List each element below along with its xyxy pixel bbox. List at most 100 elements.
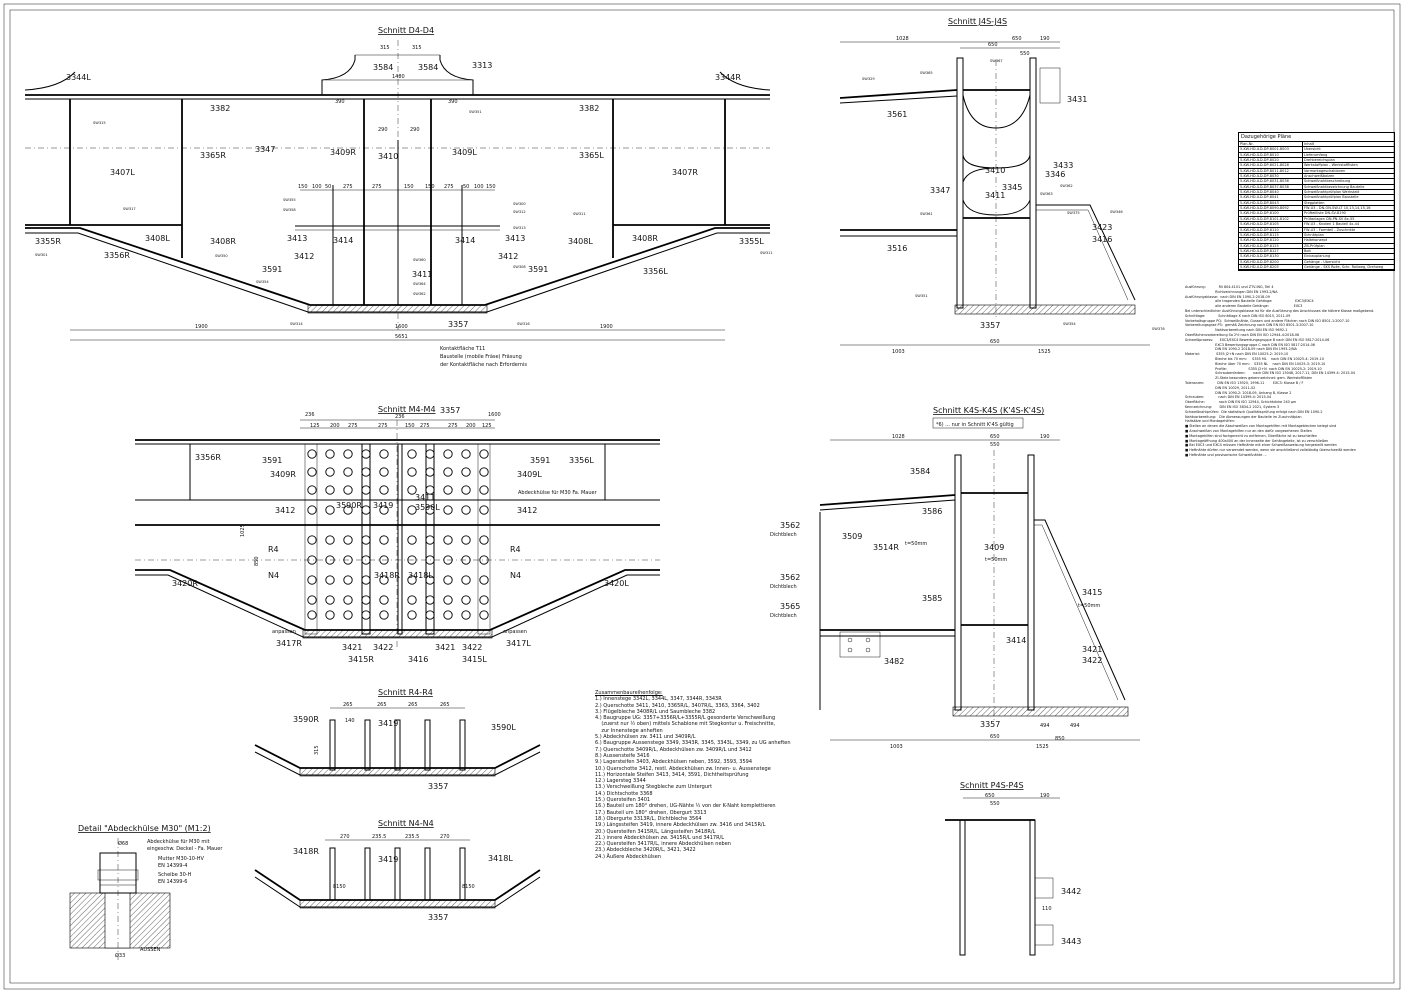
part-3516: 3516	[887, 244, 907, 253]
d4-dim-390b: 390	[448, 99, 458, 105]
bolt-hole	[325, 449, 335, 459]
weld-sw350: SW350	[215, 254, 228, 258]
note-line: alle tragenden Bauteile Gehänge: EXC3/EX…	[1185, 299, 1314, 304]
detail-label-6: EN 14399-6	[158, 879, 187, 885]
bolt-hole	[443, 485, 453, 495]
part-3422a-m: 3422	[373, 643, 393, 652]
part-3409r-m: 3409R	[270, 470, 296, 479]
bolt-hole	[425, 575, 435, 585]
plan-number: 5-KW-HD-ILD-DP-8101-8102	[1239, 216, 1303, 222]
bolt-hole	[479, 610, 489, 620]
assembly-step: 10.) Querschotte 3412, restl. Abdeckhüls…	[595, 765, 771, 772]
plan-content: Stegplatten	[1304, 200, 1325, 205]
p4s-dim-110: 110	[1042, 906, 1052, 912]
bolt-hole	[479, 449, 489, 459]
plan-content: Prüfteilliste DN-SV-8190	[1304, 211, 1346, 216]
j4s-dim-1003: 1003	[892, 349, 905, 355]
assembly-step: (zuerst nur ½ oben) mittels Schablone mi…	[595, 721, 776, 728]
part-3412b-m: 3412	[517, 506, 537, 515]
bolt-hole	[379, 535, 389, 545]
assembly-step: 18.) Obergurte 3313R/L, Dichtbleche 3564	[595, 815, 702, 822]
part-3590r: 3590R	[336, 501, 362, 510]
note-line: ■ Heftnähte dürfen nur verwendet werden,…	[1185, 448, 1356, 453]
bolt-hole	[443, 610, 453, 620]
bolt-hole	[343, 555, 353, 565]
part-3423: 3423	[1092, 223, 1112, 232]
bolt-hole	[479, 555, 489, 565]
note-line: EXC3 Bewertungsgruppe C nach DIN EN ISO …	[1185, 342, 1315, 347]
j4s-dim-1028: 1028	[896, 36, 909, 42]
part-3482: 3482	[884, 657, 904, 666]
part-3365r: 3365R	[200, 151, 226, 160]
part-3417l: 3417L	[506, 639, 531, 648]
r4-dim-265a: 265	[343, 702, 353, 708]
part-3356l-m: 3356L	[569, 456, 594, 465]
j4s-dim-650a: 650	[1012, 36, 1022, 42]
plan-content: FW-U3 - Knoten 1 Bauteil 4x-44	[1304, 222, 1360, 227]
bolt-hole	[307, 610, 317, 620]
k4s-dim-190: 190	[1040, 434, 1050, 440]
bolt-hole	[461, 505, 471, 515]
part-3356l: 3356L	[643, 267, 668, 276]
m4-dim-anpassen-a: anpassen	[272, 629, 296, 635]
note-line: Vorbereitungsgrad P3: gemäß Zeichnung na…	[1185, 323, 1314, 328]
note-line: Nahtvorbereitung nach DIN EN ISO 9692-1	[1185, 328, 1288, 333]
assembly-step: 24.) Äußere Abdeckhülsen	[595, 853, 661, 860]
bolt-hole	[307, 449, 317, 459]
j4s-dim-190: 190	[1040, 36, 1050, 42]
part-3357-n: 3357	[428, 913, 448, 922]
part-3418l-m: 3418L	[408, 571, 433, 580]
plan-number: 5-KW-HD-ILD-DP-8130	[1239, 254, 1303, 259]
j4s-dim-1525: 1525	[1038, 349, 1051, 355]
d4-dim-1600: 1600	[395, 324, 408, 330]
bolt-hole	[325, 610, 335, 620]
section-r4-title: Schnitt R4-R4	[378, 688, 433, 697]
part-3355r: 3355R	[35, 237, 61, 246]
part-3421a-m: 3421	[342, 643, 362, 652]
assembly-step: 21.) innere Abdeckhülsen zw. 3415R/L und…	[595, 834, 725, 841]
section-j4s-title: Schnitt J4S-J4S	[948, 17, 1007, 26]
n4-dim-270a: 270	[340, 834, 350, 840]
cut-n4-left: N4	[268, 571, 279, 580]
note-line: Kennzeichnung: DIN EN ISO 3834-2 2021, S…	[1185, 404, 1280, 409]
d4-dim-100b: 100	[474, 184, 484, 190]
plan-content: Gehänge - Übersicht	[1304, 259, 1340, 264]
d4-dim-315b: 315	[412, 45, 422, 51]
detail-label-1: Abdeckhülse für M30 mit	[147, 839, 210, 845]
part-3417r: 3417R	[276, 639, 302, 648]
d4-dim-150d: 150	[486, 184, 496, 190]
section-p4s-title: Schnitt P4S-P4S	[960, 781, 1024, 790]
part-3415l-m: 3415L	[462, 655, 487, 664]
k4s-label-dichtblech-c: Dichtblech	[770, 613, 797, 619]
section-n4-title: Schnitt N4-N4	[378, 819, 434, 828]
m4-dim-236a: 236	[305, 412, 315, 418]
k4s-label-dichtblech-a: Dichtblech	[770, 532, 797, 538]
part-3585: 3585	[922, 594, 942, 603]
note-line: ■ Anschweißen von Montagehilfen nur an d…	[1185, 428, 1312, 433]
r4-dim-265b: 265	[377, 702, 387, 708]
weld-sw311b: SW311	[760, 251, 773, 255]
note-line: Schrauben: nach DIN EN 14399-4: 2015-04	[1185, 395, 1272, 400]
part-3422-k: 3422	[1082, 656, 1102, 665]
plan-number: 5-KW-HD-ILD-DP-8041	[1239, 195, 1303, 200]
note-line: Ausführungsklasse: nach DIN EN 1090-2:20…	[1185, 294, 1270, 299]
note-line: Haltsätze und Montagehilfen:	[1185, 419, 1235, 424]
note-line: DIN EN 1090-2 2018-09 nach DIN EN 1993-2…	[1185, 347, 1297, 352]
part-3357-k: 3357	[980, 720, 1000, 729]
weld-sw360: SW360	[413, 258, 426, 262]
part-3412b: 3412	[498, 252, 518, 261]
note-line: Bei unterschiedlicher Ausführungsklasse …	[1185, 308, 1375, 313]
assembly-step: 4.) Baugruppe UG: 3357+3356R/L+3355R/L g…	[595, 715, 776, 722]
plan-content: Schweißnahtprüfplan Werkstatt	[1304, 190, 1360, 195]
plan-number: 5-KW-HD-ILD-DP-8011-8012	[1239, 168, 1303, 174]
assembly-step: 14.) Dichtschotte 3368	[595, 790, 653, 797]
bolt-hole	[361, 595, 371, 605]
bolt-hole	[379, 505, 389, 515]
note-line: Oberflächenvorbereitung Sa 2½ nach DIN E…	[1185, 332, 1300, 337]
bolt-hole	[379, 595, 389, 605]
part-3431: 3431	[1067, 95, 1087, 104]
bolt-hole	[379, 610, 389, 620]
